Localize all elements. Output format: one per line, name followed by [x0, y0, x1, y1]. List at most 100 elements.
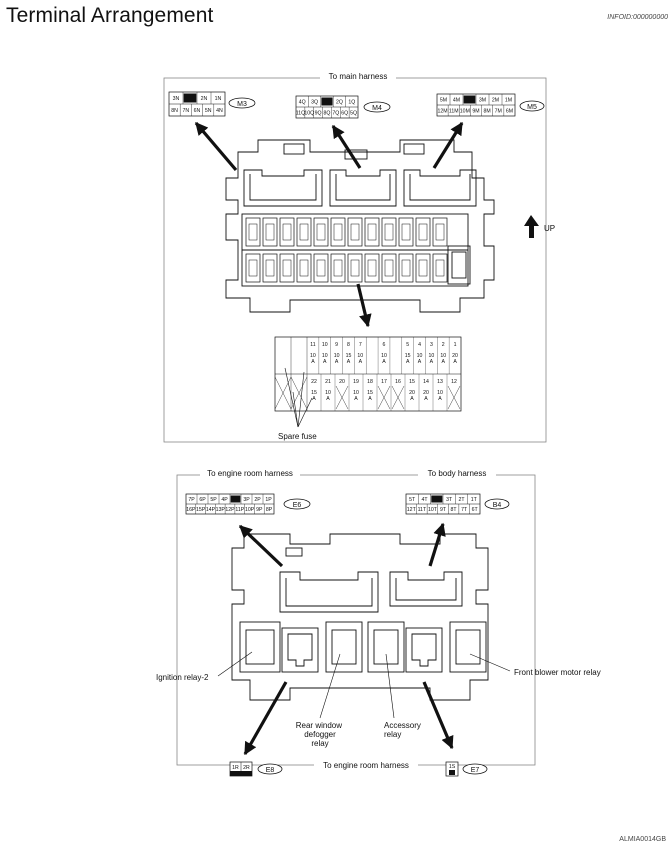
fuse-rating: 10: [417, 353, 423, 359]
e8-cell: 2R: [243, 765, 250, 771]
terminal-label: 13P: [216, 507, 226, 513]
fuse-number: 8: [347, 342, 350, 348]
fuse-slot: [245, 253, 261, 283]
fuse-slot: [313, 253, 329, 283]
terminal-label: 3T: [446, 497, 453, 503]
fuse-slot: [415, 253, 431, 283]
fuse-slot: [364, 253, 380, 283]
terminal-label: 1P: [265, 497, 272, 503]
terminal-label: 2T: [458, 497, 465, 503]
fuse-number: 9: [335, 342, 338, 348]
fuse-rating: A: [323, 359, 327, 365]
connector-m5-id: M5: [527, 104, 537, 111]
key-cell: [463, 95, 476, 104]
fuse-slot: [432, 253, 448, 283]
terminal-label: 7N: [182, 108, 189, 114]
fuse-rating: 20: [452, 353, 458, 359]
connector-e7-id: E7: [471, 767, 480, 774]
terminal-label: 11P: [235, 507, 244, 513]
fuse-number: 11: [310, 342, 315, 348]
fuse-slot: [330, 253, 346, 283]
key-cell: [431, 495, 443, 503]
fuse-rating: A: [424, 396, 428, 402]
terminal-label: 9T: [440, 507, 447, 513]
fuse-number: 7: [359, 342, 362, 348]
terminal-label: 11Q: [296, 111, 305, 117]
arrow-to-fuse-table: [356, 283, 372, 328]
e7-cell: 1S: [449, 764, 456, 770]
fuse-rating: 15: [367, 390, 373, 396]
arrow-to-e6: [238, 524, 284, 568]
connector-m3-id: M3: [237, 101, 247, 108]
terminal-label: 1T: [471, 497, 478, 503]
terminal-label: 6M: [506, 109, 513, 115]
fuse-rating: A: [410, 396, 414, 402]
fuse-rating: 10: [357, 353, 363, 359]
terminal-label: 2Q: [336, 100, 343, 106]
arrow-to-m3: [194, 121, 238, 172]
fuse-rating: 15: [311, 390, 317, 396]
fuse-rating: A: [382, 359, 386, 365]
main-harness-label: To main harness: [329, 72, 388, 81]
fuse-slot: [279, 217, 295, 247]
engine-harness-label: To engine room harness: [207, 469, 293, 478]
fuse-rating: A: [312, 396, 316, 402]
terminal-label: 8Q: [324, 111, 331, 117]
terminal-label: 7P: [188, 497, 195, 503]
terminal-label: 8T: [451, 507, 458, 513]
up-label: UP: [544, 224, 555, 233]
terminal-label: 11T: [418, 507, 427, 513]
fuse-slot: [381, 217, 397, 247]
terminal-label: 3P: [243, 497, 250, 503]
terminal-label: 4N: [216, 108, 223, 114]
terminal-label: 3N: [173, 96, 180, 102]
terminal-label: 2M: [492, 98, 499, 104]
fuse-slot: [398, 253, 414, 283]
fuse-rating: 10: [437, 390, 443, 396]
fuse-number: 4: [418, 342, 421, 348]
fuse-rating: A: [359, 359, 363, 365]
fuse-number: 12: [451, 379, 457, 385]
fuse-rating: A: [311, 359, 315, 365]
terminal-label: 4T: [421, 497, 428, 503]
terminal-label: 9M: [472, 109, 479, 115]
fuse-slot: [381, 253, 397, 283]
terminal-label: 6N: [194, 108, 201, 114]
fuse-rating: A: [326, 396, 330, 402]
terminal-label: 12T: [407, 507, 417, 513]
connector-m4-id: M4: [372, 105, 382, 112]
key-cell: [321, 97, 333, 106]
terminal-label: 8P: [266, 507, 273, 513]
fuse-number: 19: [353, 379, 359, 385]
fuse-table: 1110A1010A910A815A710A610A515A410A310A21…: [274, 336, 462, 412]
terminal-label: 10M: [460, 109, 470, 115]
figure-code: ALMIA0014GB: [619, 836, 666, 843]
terminal-label: 1Q: [348, 100, 355, 106]
terminal-label: 9P: [256, 507, 263, 513]
terminal-label: 11M: [449, 109, 459, 115]
fuse-slot: [347, 253, 363, 283]
fuse-slot: [262, 217, 278, 247]
fuse-slot: [432, 217, 448, 247]
terminal-label: 7Q: [332, 111, 339, 117]
arrow-to-b4: [428, 522, 446, 567]
fuse-slot: [330, 217, 346, 247]
terminal-label: 3Q: [311, 100, 318, 106]
fuse-rating: A: [406, 359, 410, 365]
fuse-rating: 10: [440, 353, 446, 359]
terminal-label: 10T: [428, 507, 438, 513]
terminal-label: 2P: [254, 497, 261, 503]
fuse-slot: [245, 217, 261, 247]
fuse-number: 6: [383, 342, 386, 348]
fuse-number: 14: [423, 379, 429, 385]
terminal-label: 12M: [438, 109, 448, 115]
fuse-rating: A: [347, 359, 351, 365]
fuse-number: 13: [437, 379, 443, 385]
fuse-rating: A: [430, 359, 434, 365]
fuse-slot: [296, 253, 312, 283]
